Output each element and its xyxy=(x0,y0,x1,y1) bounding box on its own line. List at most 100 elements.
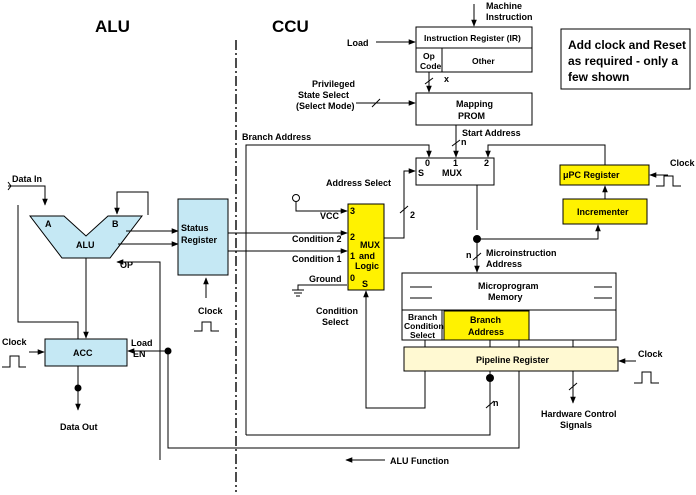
branch-feedback-junction xyxy=(486,374,494,382)
alu-function-wire xyxy=(167,351,520,449)
alu-name: ALU xyxy=(76,240,95,250)
machine-instruction-line-1: Machine xyxy=(486,1,522,11)
mux-logic-out-width: 2 xyxy=(410,210,415,220)
data-out-label: Data Out xyxy=(60,422,98,432)
status-register xyxy=(177,198,229,276)
data-in-label: Data In xyxy=(12,174,42,184)
ir-op-line-1: Op xyxy=(423,51,435,61)
data-in-wire xyxy=(8,185,48,206)
acc-clock-pulse xyxy=(2,355,26,368)
mux-in2: 2 xyxy=(484,158,489,168)
condition-select-line-1: Condition xyxy=(316,306,358,316)
vcc-wire xyxy=(295,201,348,214)
mux-logic-in0: 0 xyxy=(350,273,355,283)
memory-line-2: Memory xyxy=(488,292,523,302)
pipeline-name: Pipeline Register xyxy=(476,355,550,365)
ground-label: Ground xyxy=(309,274,342,284)
alu-op-label: OP xyxy=(120,260,133,270)
upc-name: μPC Register xyxy=(563,170,620,180)
branch-condition-line-3: Select xyxy=(410,330,435,340)
alu-input-a: A xyxy=(45,219,52,229)
acc-feedback-wire xyxy=(17,205,79,339)
condition-2-label: Condition 2 xyxy=(292,234,342,244)
vcc-terminal xyxy=(292,194,300,202)
address-select-label: Address Select xyxy=(326,178,391,188)
mux-logic-line-1: MUX xyxy=(360,240,380,250)
alu-input-b: B xyxy=(112,219,119,229)
pipeline-register xyxy=(403,346,619,372)
mapping-prom xyxy=(415,92,533,126)
note-line-2: as required - only a xyxy=(568,54,678,68)
incrementer-label: Incrementer xyxy=(577,207,629,217)
mux-name: MUX xyxy=(442,168,462,178)
branch-address-field-line-1: Branch xyxy=(470,315,501,325)
ir-other: Other xyxy=(472,56,495,66)
machine-instruction-line-2: Instruction xyxy=(486,12,533,22)
mux-logic-output-wire xyxy=(384,168,416,239)
status-clock-label: Clock xyxy=(198,306,224,316)
hardware-control-line-2: Signals xyxy=(560,420,592,430)
alu-block xyxy=(28,215,144,259)
condition-select-line-2: Select xyxy=(322,317,349,327)
acc-en-label: EN xyxy=(133,349,146,359)
data-in-terminal xyxy=(7,181,12,191)
branch-condition-line-1: Branch xyxy=(408,312,437,322)
acc-load-label: Load xyxy=(131,338,153,348)
upc-clock-label: Clock xyxy=(670,158,696,168)
condition-select-wire xyxy=(363,290,426,409)
branch-address-wire xyxy=(245,144,432,435)
op-wire xyxy=(116,259,161,460)
branch-address-label: Branch Address xyxy=(242,132,311,142)
acc-register xyxy=(44,338,128,367)
microinstruction-line-2: Address xyxy=(486,259,522,269)
mux-logic-in2: 2 xyxy=(350,232,355,242)
branch-feedback-wire xyxy=(246,371,491,436)
alu-heading: ALU xyxy=(95,17,130,36)
privileged-line-2: State Select xyxy=(298,90,349,100)
ir-load-label: Load xyxy=(347,38,369,48)
feedback-n: n xyxy=(493,398,499,408)
upc-mux-wire xyxy=(485,144,606,165)
mux-logic-s: S xyxy=(362,279,368,289)
address-mux xyxy=(415,157,495,186)
pipeline-clock-label: Clock xyxy=(638,349,664,359)
mux-logic-line-3: Logic xyxy=(355,261,379,271)
status-line-2: Register xyxy=(181,235,218,245)
memory-line-1: Microprogram xyxy=(478,281,539,291)
prom-line-2: PROM xyxy=(458,111,485,121)
ir-op-line-2: Code xyxy=(420,61,442,71)
note-line-1: Add clock and Reset xyxy=(568,38,686,52)
ir-prom-x: x xyxy=(444,74,449,84)
prom-line-1: Mapping xyxy=(456,99,493,109)
data-out-junction xyxy=(74,384,82,392)
privileged-line-1: Privileged xyxy=(312,79,355,89)
incrementer-input-wire xyxy=(477,224,601,240)
mux-logic-line-2: and xyxy=(359,251,375,261)
vcc-label: VCC xyxy=(320,211,340,221)
condition-1-label: Condition 1 xyxy=(292,254,342,264)
start-address-n: n xyxy=(461,137,467,147)
mux-in1: 1 xyxy=(453,158,458,168)
start-address-label: Start Address xyxy=(462,128,521,138)
pipeline-clock-pulse xyxy=(634,371,659,384)
acc-clock-label: Clock xyxy=(2,337,28,347)
branch-address-field xyxy=(443,310,530,341)
hardware-control-line-1: Hardware Control xyxy=(541,409,617,419)
acc-name: ACC xyxy=(73,348,93,358)
upc-register xyxy=(559,164,650,186)
b-input-wire xyxy=(114,191,149,215)
branch-address-field-line-2: Address xyxy=(468,327,504,337)
microinstruction-line-1: Microinstruction xyxy=(486,248,557,258)
mux-logic-in1: 1 xyxy=(350,251,355,261)
ccu-heading: CCU xyxy=(272,17,309,36)
note-line-3: few shown xyxy=(568,70,629,84)
mux-in0: 0 xyxy=(425,158,430,168)
note-box xyxy=(560,28,691,90)
mux-logic xyxy=(347,203,385,291)
microinstruction-n: n xyxy=(466,250,472,260)
alu-function-label: ALU Function xyxy=(390,456,449,466)
privileged-line-3: (Select Mode) xyxy=(296,101,355,111)
upc-clock-pulse xyxy=(656,175,681,187)
mux-logic-in3: 3 xyxy=(350,206,355,216)
